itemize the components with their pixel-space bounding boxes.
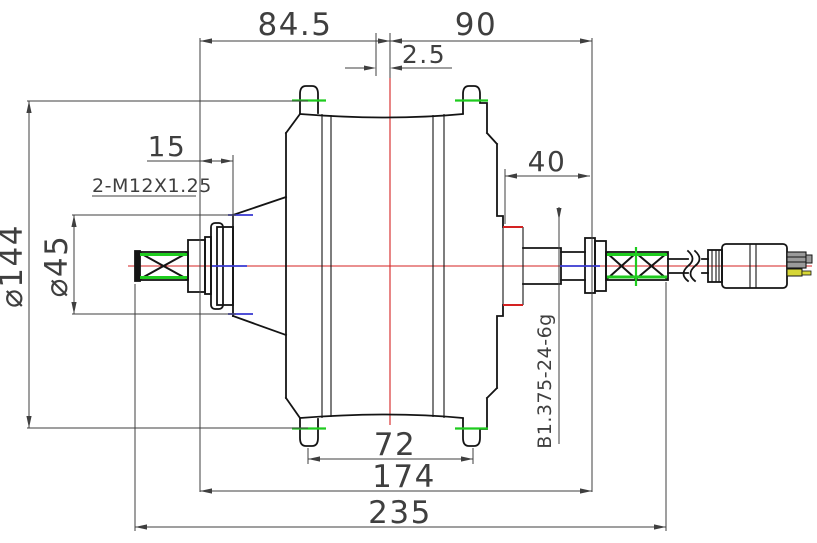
dim-text-width-left: 84.5 xyxy=(257,7,332,43)
left-axle-thread-highlight xyxy=(140,253,187,279)
dim-text-boss-diameter: ⌀45 xyxy=(39,235,75,298)
bearing-seat-highlight xyxy=(503,226,523,306)
dim-text-width-right: 90 xyxy=(455,7,497,43)
flange-lip-bottom-left xyxy=(299,418,319,447)
dim-text-brake-step: 15 xyxy=(148,130,187,163)
green-highlights xyxy=(140,99,667,430)
cable-break-symbol xyxy=(682,249,701,283)
yellow-pin xyxy=(786,268,803,277)
axle-thread-label: 2-M12X1.25 xyxy=(92,175,212,197)
connector-pins xyxy=(786,251,813,277)
dim-text-locknut-spacing: 174 xyxy=(372,459,436,495)
freewheel-thread-label: B1.375-24-6g xyxy=(534,313,556,448)
extension-lines xyxy=(27,33,667,531)
cable-and-connector xyxy=(667,243,813,289)
flange-lip-top-left xyxy=(299,85,319,114)
motor-body-inner-lines xyxy=(321,114,524,418)
dimension-annotations: 84.5 90 2.5 15 2-M12X1.25 40 ⌀144 ⌀45 72… xyxy=(0,7,667,531)
dim-text-rim-offset: 2.5 xyxy=(402,40,446,69)
dim-text-flange-spacing: 72 xyxy=(374,427,416,463)
spoke-circle-ticks xyxy=(292,99,488,430)
dim-text-drive-step: 40 xyxy=(528,145,567,178)
centerlines xyxy=(128,78,812,425)
dimension-lines xyxy=(26,38,666,530)
cable xyxy=(667,258,689,274)
flange-lip-bottom-right xyxy=(462,304,504,447)
dim-text-axle-length: 235 xyxy=(368,495,432,531)
blue-reference-ticks xyxy=(212,214,600,315)
dim-text-flange-diameter: ⌀144 xyxy=(0,224,30,308)
flange-lip-top-right xyxy=(462,85,504,228)
